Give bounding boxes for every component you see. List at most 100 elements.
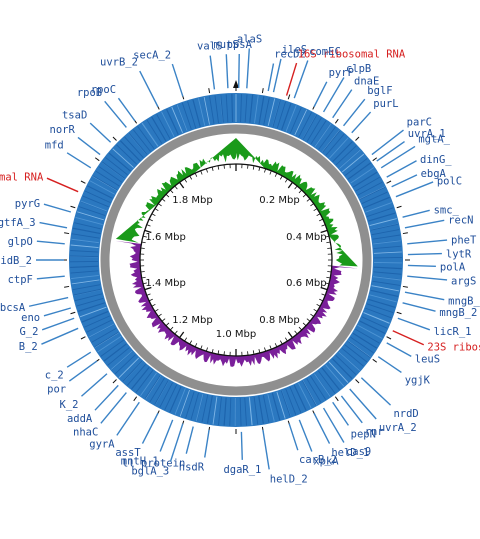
gene-label: rpoC	[91, 84, 116, 96]
gene-leader	[272, 58, 282, 93]
scale-tick	[327, 271, 332, 273]
scale-tick	[302, 193, 307, 198]
scale-tick	[179, 181, 185, 189]
scale-tick	[316, 303, 321, 307]
gene-stripe	[92, 175, 118, 191]
gene-label: helD_1	[331, 447, 369, 459]
gene-stripe	[212, 396, 218, 425]
outer-tick	[372, 157, 378, 162]
gene-stripe	[267, 98, 276, 126]
gene-leader	[81, 373, 108, 397]
gene-label: valS	[197, 41, 222, 53]
gene-label: mntH_1	[121, 455, 159, 467]
gene-label: bglA_3	[131, 465, 169, 477]
gene-leader	[395, 181, 434, 198]
gene-stripe	[110, 350, 133, 370]
gene-stripe	[95, 170, 120, 187]
scale-tick	[154, 208, 159, 212]
scale-tick	[269, 345, 272, 350]
scale-tick	[306, 198, 311, 202]
gene-stripe	[310, 120, 327, 145]
gene-stripe	[76, 297, 104, 307]
scale-tick	[169, 326, 174, 331]
gene-stripe	[198, 98, 206, 126]
gene-stripe	[187, 101, 197, 129]
gene-stripe	[108, 152, 131, 172]
scale-tick	[320, 286, 328, 291]
gene-leader	[39, 221, 68, 229]
gene-leader	[397, 317, 431, 331]
gene-leader	[293, 60, 309, 99]
gene-leader	[89, 122, 112, 143]
gene-stripe	[73, 227, 101, 234]
scale-tick	[189, 175, 193, 180]
scale-tick	[313, 308, 318, 312]
gene-stripe	[161, 111, 175, 137]
scale-tick	[146, 293, 151, 296]
gene-stripe	[373, 262, 402, 264]
gene-stripe	[302, 380, 317, 406]
gene-leader	[66, 152, 92, 169]
gene-stripe	[203, 97, 210, 125]
scale-tick	[223, 351, 225, 356]
gene-stripe	[116, 144, 137, 165]
gene-leader	[313, 412, 331, 444]
gene-stripe	[347, 162, 371, 180]
gene-stripe	[271, 393, 281, 421]
scale-tick	[165, 193, 170, 198]
gene-stripe	[363, 312, 390, 324]
gene-stripe	[335, 355, 357, 376]
gene-label: ribosomal RNA	[0, 172, 44, 184]
gene-stripe	[78, 206, 106, 217]
gene-label: pepN	[351, 429, 376, 441]
outer-tick	[396, 205, 402, 209]
gene-stripe	[103, 343, 127, 362]
scale-tick	[258, 166, 261, 171]
scale-tick	[321, 293, 326, 296]
gene-stripe	[70, 255, 99, 258]
gene-stripe	[253, 396, 259, 425]
gene-stripe	[341, 347, 364, 367]
gene-leader	[204, 429, 210, 458]
gene-leader	[402, 302, 436, 312]
gene-stripe	[231, 94, 234, 123]
gene-stripe	[373, 245, 402, 249]
gene-stripe	[347, 340, 371, 358]
gene-label: mutS	[213, 39, 238, 51]
gene-stripe	[370, 289, 399, 297]
gene-stripe	[355, 328, 380, 344]
gene-stripe	[131, 366, 150, 390]
gene-leader	[117, 97, 136, 122]
gene-leader	[116, 401, 140, 436]
gene-leader	[407, 252, 442, 256]
scale-tick	[151, 303, 156, 307]
gene-stripe	[195, 393, 204, 422]
gene-leader	[246, 48, 251, 89]
gene-leader	[66, 351, 92, 368]
gene-label: pyrP	[329, 67, 354, 79]
scale-tick	[258, 349, 261, 354]
scale-tick	[264, 347, 267, 352]
scale-tick	[326, 276, 331, 279]
scale-tick	[211, 349, 214, 354]
gene-stripe	[185, 391, 195, 419]
gene-stripe	[70, 270, 99, 274]
gene-stripe	[373, 240, 401, 245]
scale-tick	[274, 172, 278, 177]
outer-tick	[64, 232, 70, 235]
gene-label: por	[47, 383, 66, 395]
scale-tick	[321, 224, 326, 227]
gene-leader	[391, 174, 418, 188]
scale-tick	[141, 276, 146, 279]
gene-stripe	[293, 384, 307, 411]
gene-label: alaS	[237, 33, 262, 45]
gene-leader	[377, 356, 402, 373]
gene-stripe	[338, 149, 361, 169]
gene-label: purL	[373, 98, 398, 110]
gene-stripe	[80, 200, 108, 212]
gene-leader	[371, 129, 404, 156]
gene-stripe	[371, 285, 400, 292]
scale-tick	[174, 185, 178, 190]
scale-tick	[298, 189, 303, 194]
gene-label: argS	[451, 275, 476, 287]
